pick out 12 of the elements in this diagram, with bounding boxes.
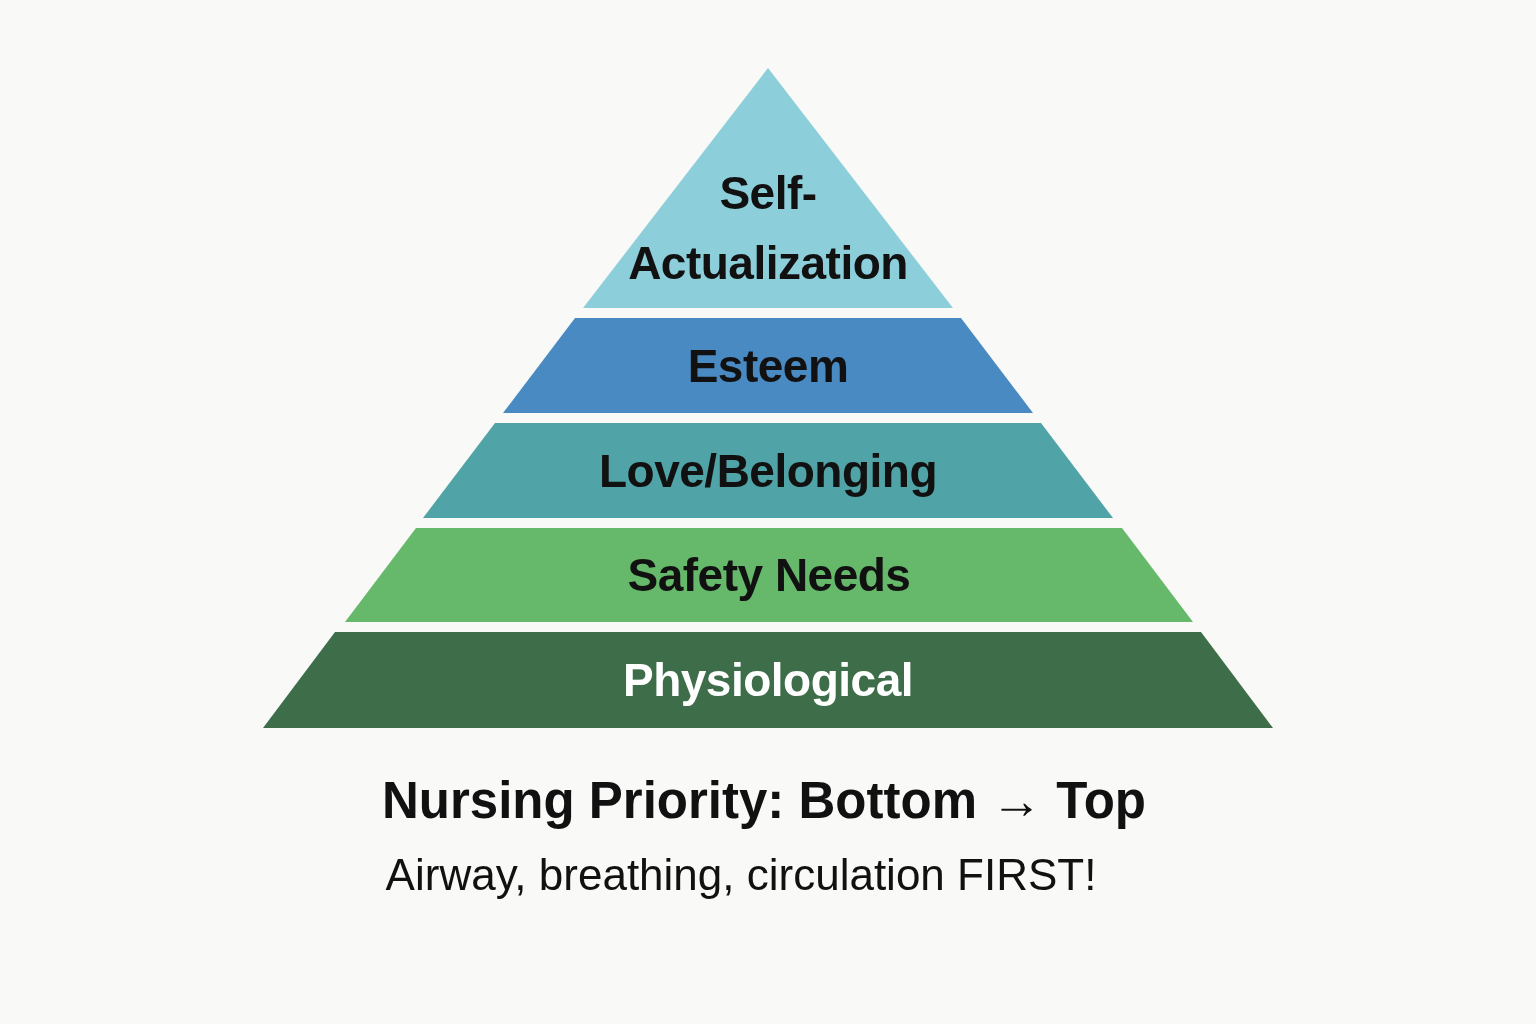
note-text: Airway, breathing, circulation FIRST! bbox=[385, 850, 1097, 901]
tier-label: Self-Actualization bbox=[627, 166, 909, 291]
tier-label: Physiological bbox=[623, 653, 913, 708]
priority-heading: Nursing Priority: Bottom → Top bbox=[382, 772, 1146, 831]
pyramid-tier bbox=[345, 528, 1193, 622]
pyramid-tier bbox=[583, 68, 953, 308]
pyramid-tier bbox=[423, 423, 1113, 518]
pyramid-tier bbox=[263, 632, 1273, 728]
tier-label: Love/Belonging bbox=[599, 443, 937, 499]
pyramid-tier bbox=[503, 318, 1033, 413]
tier-label: Safety Needs bbox=[627, 548, 911, 603]
tier-label: Esteem bbox=[687, 338, 849, 394]
